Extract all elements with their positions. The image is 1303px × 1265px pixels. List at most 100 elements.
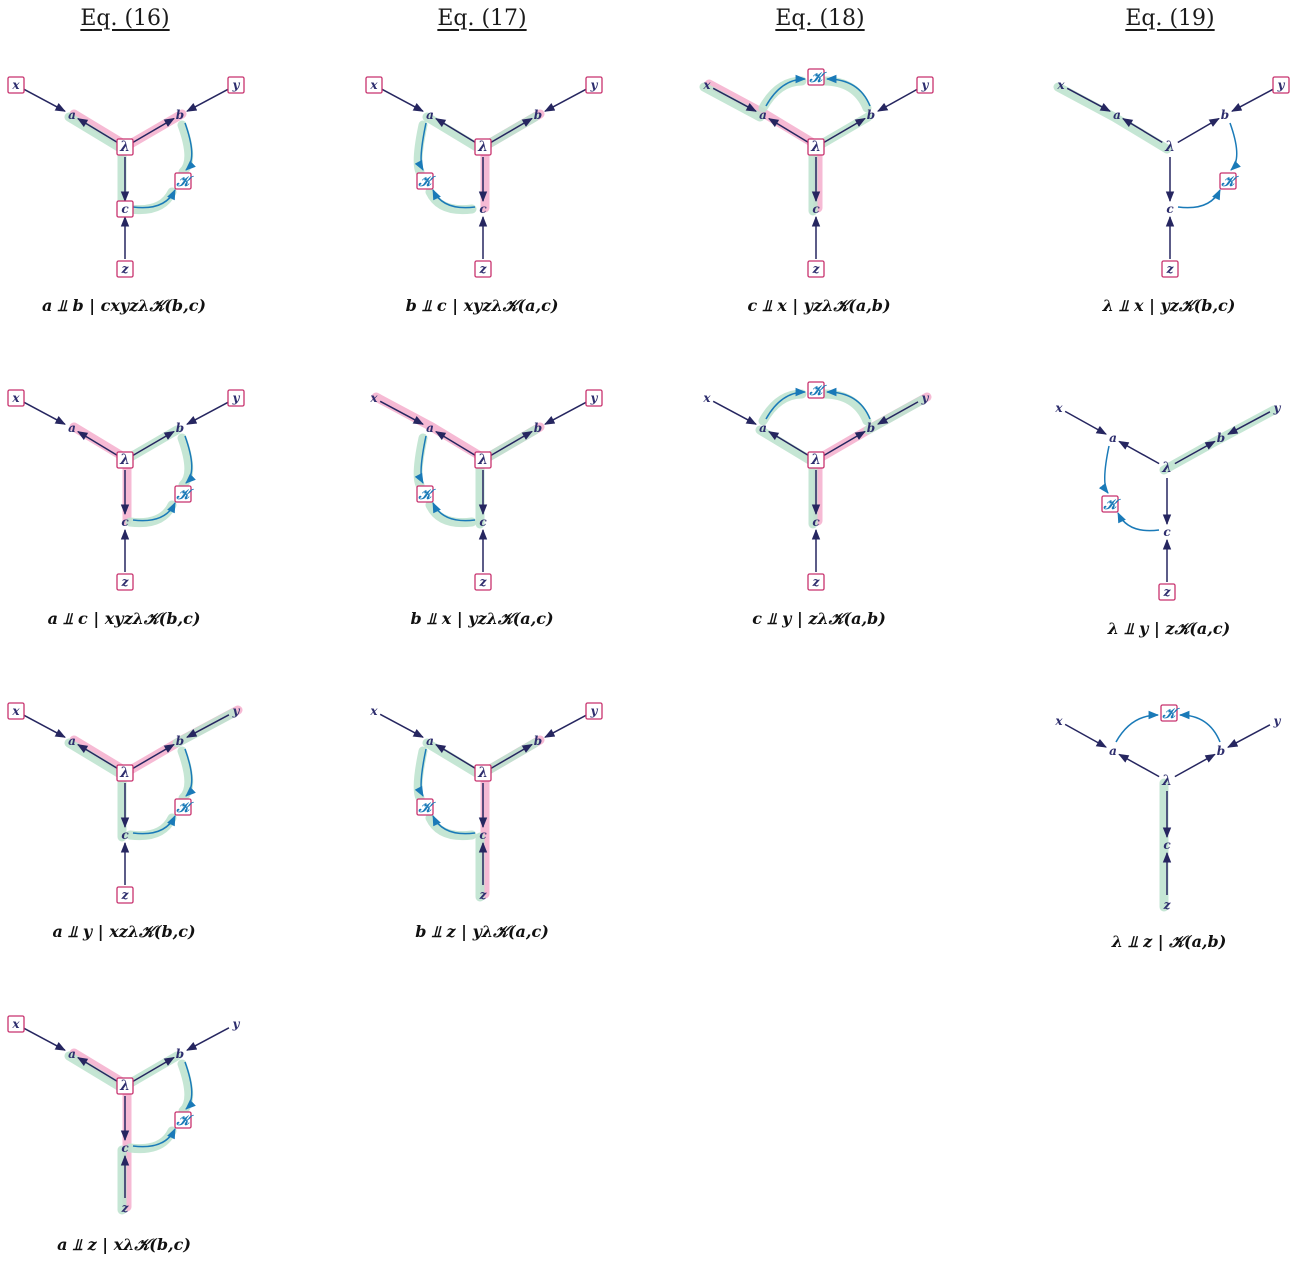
node-c: c bbox=[479, 202, 487, 216]
node-label-a: a bbox=[1109, 431, 1117, 445]
node-box bbox=[416, 798, 434, 816]
node-box bbox=[116, 1077, 134, 1095]
edge-lam-to-a bbox=[77, 1056, 118, 1082]
node-b: b bbox=[534, 421, 542, 435]
node-label-z: z bbox=[121, 262, 130, 276]
panel-caption: b ⫫ x | yzλ𝒦(a,c) bbox=[410, 609, 554, 628]
node-label-b: b bbox=[867, 421, 875, 435]
edge-x-to-a bbox=[1066, 87, 1111, 112]
node-c: c bbox=[1163, 838, 1171, 852]
node-b: b bbox=[867, 108, 875, 122]
node-label-y: y bbox=[232, 704, 241, 718]
node-label-a: a bbox=[68, 1047, 76, 1061]
node-x: x bbox=[702, 391, 711, 405]
node-label-a: a bbox=[759, 421, 767, 435]
node-lambda: λ bbox=[807, 451, 825, 469]
panel-caption: a ⫫ c | xyzλ𝒦(b,c) bbox=[47, 609, 201, 628]
node-box bbox=[585, 389, 603, 407]
node-K: 𝒦 bbox=[1160, 704, 1180, 722]
node-z: z bbox=[474, 573, 492, 591]
node-box bbox=[916, 76, 934, 94]
edge-c-to-K bbox=[132, 815, 176, 835]
node-a: a bbox=[68, 1047, 76, 1061]
node-K: 𝒦 bbox=[174, 1111, 194, 1129]
node-x: x bbox=[1054, 714, 1063, 728]
node-c: c bbox=[479, 828, 487, 842]
edge-lam-to-b bbox=[132, 1056, 175, 1083]
edge-lam-to-a bbox=[1122, 117, 1163, 143]
edge-lam-to-a bbox=[768, 117, 809, 143]
edge-lam-to-b bbox=[1177, 117, 1220, 144]
node-box bbox=[1272, 76, 1290, 94]
node-label-c: c bbox=[121, 828, 129, 842]
node-a: a bbox=[426, 108, 434, 122]
node-label-b: b bbox=[534, 734, 542, 748]
node-lambda: λ bbox=[116, 451, 134, 469]
node-K: 𝒦 bbox=[1219, 172, 1239, 190]
node-label-a: a bbox=[759, 108, 767, 122]
node-box bbox=[116, 451, 134, 469]
node-a: a bbox=[426, 734, 434, 748]
node-box bbox=[1158, 583, 1176, 601]
node-lambda: λ bbox=[1161, 460, 1172, 476]
edge-lam-to-b bbox=[1174, 753, 1216, 778]
edge-lam-to-a bbox=[77, 430, 118, 456]
edge-b-to-K bbox=[825, 387, 871, 420]
node-x: x bbox=[1054, 401, 1063, 415]
column-header-eq17: Eq. (17) bbox=[437, 6, 527, 31]
node-label-a: a bbox=[68, 421, 76, 435]
node-label-x: x bbox=[11, 78, 20, 92]
node-label-b: b bbox=[534, 421, 542, 435]
node-c: c bbox=[116, 200, 134, 218]
node-label-x: x bbox=[1056, 78, 1065, 92]
edge-lam-to-b bbox=[490, 743, 533, 770]
node-c: c bbox=[812, 515, 820, 529]
edge-lam-to-b bbox=[490, 430, 533, 457]
node-label-c: c bbox=[812, 515, 820, 529]
panel-caption: λ ⫫ z | 𝒦(a,b) bbox=[1111, 932, 1227, 951]
node-label-a: a bbox=[426, 734, 434, 748]
node-label-z: z bbox=[812, 262, 821, 276]
node-label-a: a bbox=[1109, 744, 1117, 758]
node-box bbox=[365, 76, 383, 94]
node-label-z: z bbox=[1163, 585, 1172, 599]
node-lambda: λ bbox=[116, 1077, 134, 1095]
edge-c-to-K bbox=[132, 502, 176, 522]
node-box bbox=[116, 764, 134, 782]
node-y: y bbox=[916, 76, 934, 94]
node-box bbox=[807, 451, 825, 469]
node-label-lambda: λ bbox=[477, 139, 488, 155]
node-box bbox=[807, 260, 825, 278]
edge-x-to-a bbox=[712, 400, 757, 425]
edge-b-to-K bbox=[184, 748, 196, 797]
node-label-c: c bbox=[1163, 525, 1171, 539]
edge-b-to-K bbox=[184, 1061, 196, 1110]
edge-b-to-K bbox=[825, 74, 871, 107]
node-label-x: x bbox=[702, 78, 711, 92]
edge-lam-to-a bbox=[1118, 753, 1160, 778]
node-y: y bbox=[585, 389, 603, 407]
node-a: a bbox=[1113, 108, 1121, 122]
node-box bbox=[1161, 260, 1179, 278]
node-lambda: λ bbox=[1164, 139, 1175, 155]
node-label-a: a bbox=[426, 108, 434, 122]
node-box bbox=[116, 138, 134, 156]
node-label-x: x bbox=[11, 391, 20, 405]
column-header-eq18: Eq. (18) bbox=[775, 6, 865, 31]
node-z: z bbox=[474, 260, 492, 278]
node-label-x: x bbox=[369, 391, 378, 405]
node-label-lambda: λ bbox=[1161, 773, 1172, 789]
edge-y-to-b bbox=[186, 401, 230, 425]
node-z: z bbox=[116, 260, 134, 278]
